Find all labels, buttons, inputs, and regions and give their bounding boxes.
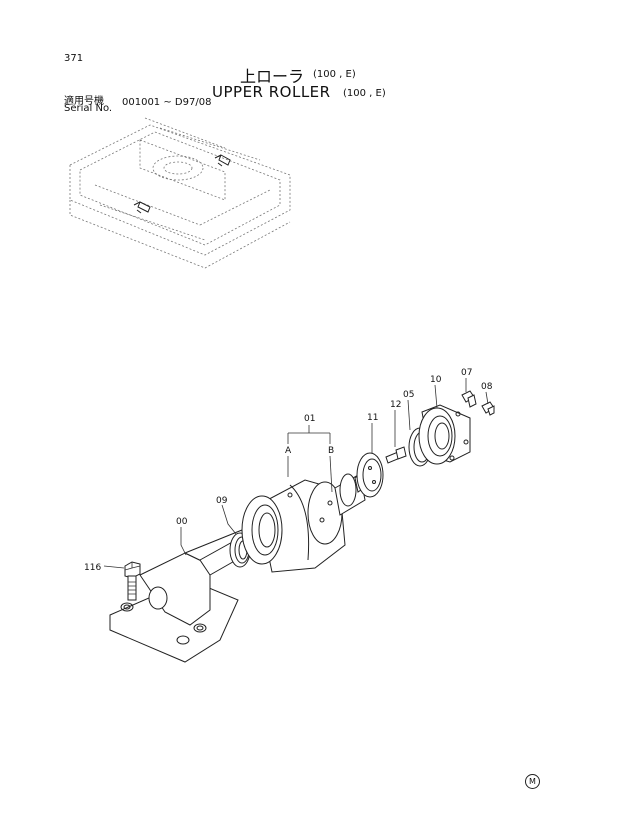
title-english-code: (100 , E) bbox=[343, 88, 386, 99]
callout-A: A bbox=[285, 446, 292, 456]
callout-12: 12 bbox=[390, 400, 401, 410]
title-english: UPPER ROLLER bbox=[212, 83, 331, 101]
serial-label-japanese: 適用号機 bbox=[64, 96, 104, 107]
callout-10: 10 bbox=[430, 375, 442, 385]
callout-11: 11 bbox=[367, 413, 378, 423]
leader-lines bbox=[103, 378, 489, 569]
bolt-08 bbox=[481, 401, 495, 416]
bolt-116 bbox=[124, 561, 141, 601]
bolt-07 bbox=[461, 390, 477, 408]
title-japanese: 上ローラ bbox=[240, 67, 305, 86]
callout-08: 08 bbox=[481, 382, 493, 392]
callout-00: 00 bbox=[176, 517, 188, 527]
callout-01: 01 bbox=[304, 414, 315, 424]
page-number: 371 bbox=[64, 53, 84, 64]
callout-09: 09 bbox=[216, 496, 228, 506]
callout-116: 116 bbox=[84, 563, 101, 573]
callout-B: B bbox=[328, 446, 334, 456]
callout-07: 07 bbox=[461, 368, 472, 378]
title-japanese-code: (100 , E) bbox=[313, 69, 356, 80]
serial-range: 001001 ~ D97/08 bbox=[122, 97, 212, 108]
cover-10 bbox=[418, 404, 471, 465]
thrust-plate-11 bbox=[356, 452, 384, 498]
m-mark: M bbox=[525, 774, 540, 789]
callout-05: 05 bbox=[403, 390, 414, 400]
bolt-12 bbox=[385, 446, 407, 464]
roller-01 bbox=[241, 469, 369, 573]
undercarriage-thumbnail bbox=[69, 117, 291, 269]
serial-label-english: Serial No. bbox=[64, 103, 113, 114]
